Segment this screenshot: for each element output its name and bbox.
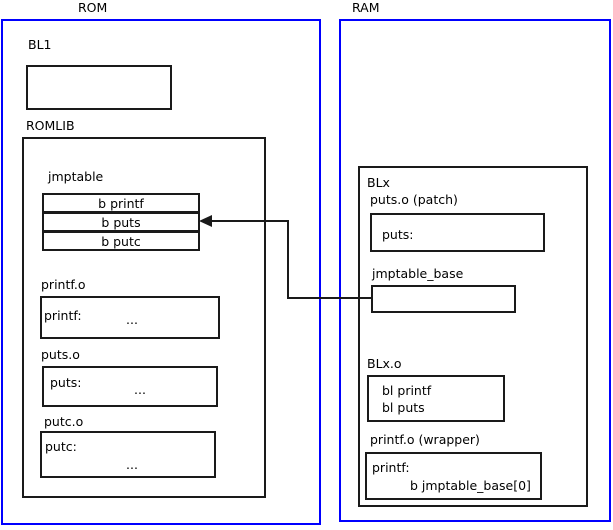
printf-wrapper-symbol: printf: <box>372 460 410 475</box>
printf-wrapper-instruction: b jmptable_base[0] <box>410 478 531 493</box>
jmptable-base-box <box>371 285 516 313</box>
printf-o-box: printf: ... <box>40 296 220 339</box>
ram-region-label: RAM <box>352 0 380 15</box>
putc-o-symbol: putc: <box>45 439 77 454</box>
bl1-label: BL1 <box>28 37 52 52</box>
rom-region <box>1 19 321 525</box>
printf-wrapper-label: printf.o (wrapper) <box>370 432 480 447</box>
jmptable-row-printf[interactable]: b printf <box>42 193 200 213</box>
romlib-label: ROMLIB <box>26 118 75 133</box>
puts-patch-box: puts: <box>370 213 545 252</box>
blx-label: BLx <box>367 175 390 190</box>
puts-o-box: puts: ... <box>42 366 218 407</box>
bl1-box <box>26 65 172 110</box>
blx-o-box: bl printf bl puts <box>367 375 505 422</box>
jmptable-label: jmptable <box>48 169 104 184</box>
connector-segment-horizontal-upper <box>210 220 289 222</box>
blx-o-line-bl-printf: bl printf <box>382 383 432 398</box>
blx-o-line-bl-puts: bl puts <box>382 400 425 415</box>
connector-arrowhead-icon <box>199 215 212 227</box>
connector-segment-horizontal-lower <box>287 297 371 299</box>
jmptable-row-puts[interactable]: b puts <box>42 212 200 232</box>
printf-o-symbol: printf: <box>44 308 82 323</box>
printf-o-label: printf.o <box>41 277 86 292</box>
connector-segment-vertical <box>287 220 289 299</box>
jmptable-base-label: jmptable_base <box>372 266 464 281</box>
puts-patch-symbol: puts: <box>382 227 414 242</box>
puts-o-symbol: puts: <box>50 375 82 390</box>
putc-o-label: putc.o <box>44 414 84 429</box>
puts-o-body: ... <box>134 382 146 397</box>
printf-wrapper-box: printf: b jmptable_base[0] <box>365 452 542 500</box>
jmptable-row-putc[interactable]: b putc <box>42 231 200 251</box>
rom-region-label: ROM <box>78 0 108 15</box>
puts-patch-label: puts.o (patch) <box>370 192 458 207</box>
putc-o-box: putc: ... <box>40 431 216 478</box>
blx-o-label: BLx.o <box>367 356 402 371</box>
puts-o-label: puts.o <box>41 347 80 362</box>
ram-region <box>339 19 611 522</box>
printf-o-body: ... <box>126 312 138 327</box>
putc-o-body: ... <box>126 457 138 472</box>
